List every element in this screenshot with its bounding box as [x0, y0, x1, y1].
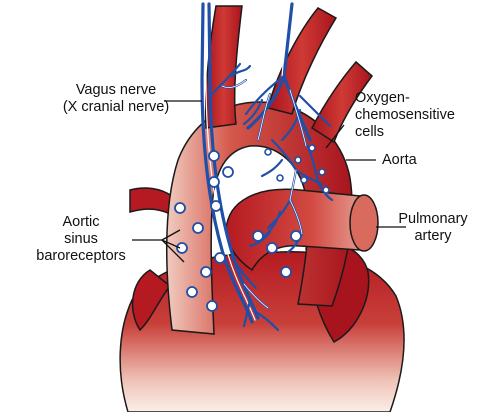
pulmonary-artery-label: Pulmonary artery	[392, 211, 474, 245]
vagus-nerve	[200, 2, 334, 332]
aortic-sinus-baroreceptors-label: Aortic sinus baroreceptors	[30, 214, 132, 265]
aortic-label-line3: baroreceptors	[36, 248, 126, 264]
vagus-nerve-label-line2: (X cranial nerve)	[62, 99, 170, 115]
left-vessel-stub	[129, 187, 173, 216]
left-atrium-bulge	[131, 269, 172, 332]
aortic-label-line2: sinus	[64, 231, 98, 247]
aortic-sinus-baroreceptors	[174, 150, 302, 312]
leader-lines	[132, 100, 406, 263]
oxygen-label-line1: Oxygen-	[355, 90, 410, 106]
vagus-nerve-label: Vagus nerve (X cranial nerve)	[60, 82, 172, 116]
pulmonary-artery-opening	[349, 194, 379, 252]
vagus-nerve-label-line1: Vagus nerve	[75, 82, 157, 98]
oxygen-chemosensitive-label: Oxygen- chemosensitive cells	[355, 90, 455, 141]
left-carotid-artery	[267, 7, 338, 115]
oxygen-label-line3: cells	[355, 124, 385, 140]
aorta-label-text: Aorta	[382, 152, 417, 168]
aorta-label: Aorta	[382, 152, 417, 169]
oxygen-leader-line	[325, 124, 345, 149]
pulmonary-label-line2: artery	[414, 228, 452, 244]
oxygen-chemosensitive-cells	[264, 144, 330, 194]
aortic-label-line1: Aortic	[62, 214, 100, 230]
pulmonary-label-line1: Pulmonary	[398, 211, 468, 227]
oxygen-label-line2: chemosensitive	[355, 107, 455, 123]
